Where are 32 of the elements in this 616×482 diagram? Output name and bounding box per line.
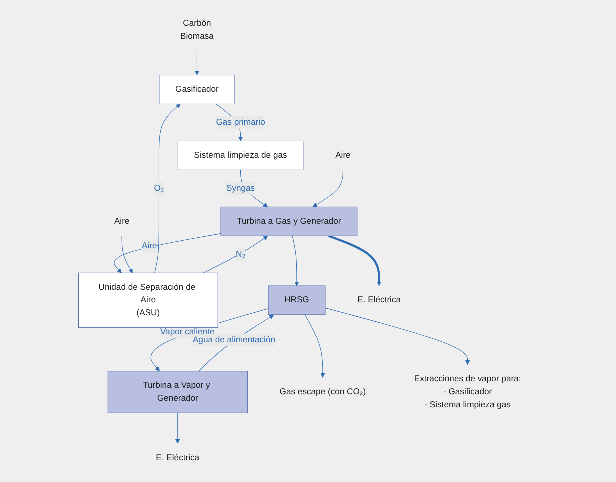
- arrow: [154, 104, 181, 274]
- node-box: Turbina a Vapor y Generador: [108, 371, 248, 414]
- arrow: [292, 236, 300, 286]
- node-box: Unidad de Separación de Aire (ASU): [78, 272, 218, 328]
- edge-label: Agua de alimentación: [192, 335, 276, 344]
- arrow: [325, 308, 470, 366]
- node-text: Aire: [336, 150, 351, 160]
- node-text: E. Eléctrica: [358, 296, 402, 305]
- edge-label: Syngas: [226, 184, 256, 193]
- node-text: Aire: [114, 216, 130, 226]
- node-text: Carbón Biomasa: [180, 18, 214, 41]
- arrow: [194, 50, 200, 76]
- node-box: Gasificador: [159, 75, 236, 104]
- arrow: [114, 234, 222, 274]
- edge-label: N₂: [236, 250, 246, 259]
- arrow: [150, 308, 269, 372]
- arrow: [176, 412, 180, 444]
- node-text: Gas escape (con CO₂): [280, 387, 366, 397]
- edge-label: Vapor caliente: [160, 327, 215, 336]
- edge-label: Gas primario: [216, 118, 266, 128]
- edge-label: O₂: [154, 184, 164, 193]
- node-box: Turbina a Gas y Generador: [220, 206, 358, 236]
- arrow: [122, 236, 133, 274]
- node-box: HRSG: [268, 286, 326, 316]
- edge-label: Aire: [142, 242, 158, 251]
- arrow: [328, 235, 382, 286]
- node-box: Sistema limpieza de gas: [178, 140, 304, 170]
- node-text: Extracciones de vapor para: - Gasificador - Sistema limpieza gas: [414, 374, 522, 410]
- arrow: [304, 314, 326, 378]
- arrow: [312, 170, 344, 208]
- node-text: E. Eléctrica: [156, 453, 200, 463]
- arrow: [203, 236, 268, 274]
